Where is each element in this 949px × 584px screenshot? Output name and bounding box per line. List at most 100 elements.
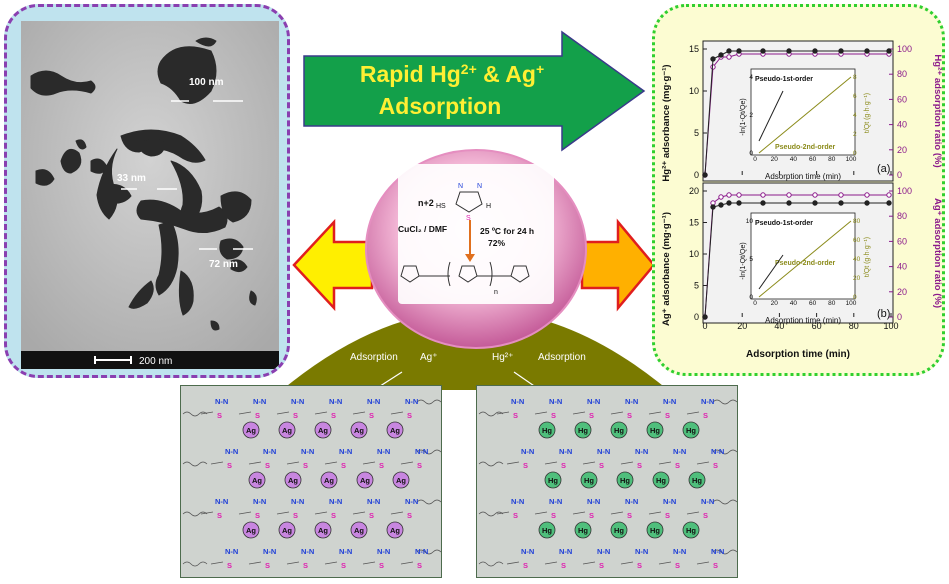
s-atom: S: [637, 561, 642, 570]
kinetic-series: [702, 48, 892, 320]
ion-label: Hg: [614, 526, 624, 535]
nn-atom: N-N: [301, 447, 314, 456]
nn-atom: N-N: [559, 447, 572, 456]
s-atom: S: [255, 411, 260, 420]
nn-atom: N-N: [673, 547, 686, 556]
s-atom: S: [551, 511, 556, 520]
reactant-hs: HS: [436, 203, 446, 210]
nn-atom: N-N: [635, 447, 648, 456]
inset-y2-tick: 60: [853, 237, 861, 244]
data-point: [726, 200, 732, 206]
data-point: [864, 48, 870, 54]
s-atom: S: [627, 511, 632, 520]
nn-atom: N-N: [225, 447, 238, 456]
plot-b-ylabel-right: Ag⁺ adsorption ratio (%): [932, 198, 943, 308]
s-atom: S: [637, 461, 642, 470]
data-point: [736, 192, 742, 198]
data-point: [864, 200, 870, 206]
ion-label: Hg: [686, 526, 696, 535]
hg-chain-network: N-NSN-NSN-NSN-NSN-NSN-NSN-NSN-NSN-NSN-NS…: [478, 397, 738, 570]
data-point: [760, 200, 766, 206]
ion-label: Hg: [692, 476, 702, 485]
nn-atom: N-N: [663, 497, 676, 506]
s-atom: S: [627, 411, 632, 420]
inset-b-xlabel: Adsorption time (min): [765, 316, 841, 325]
inset-y-tick: 4: [749, 74, 753, 81]
y-tick-label: 10: [689, 86, 699, 96]
shared-xlabel: Adsorption time (min): [746, 349, 850, 360]
nn-atom: N-N: [301, 547, 314, 556]
s-atom: S: [331, 411, 336, 420]
s-atom: S: [217, 411, 222, 420]
s-atom: S: [561, 561, 566, 570]
nn-atom: N-N: [367, 397, 380, 406]
plot-a-ylabel-right: Hg²⁺ adsorption ratio (%): [932, 54, 943, 167]
tem-particles: 100 nm 33 nm 72 nm: [21, 21, 279, 367]
data-point: [760, 192, 766, 198]
data-point: [838, 200, 844, 206]
nn-atom: N-N: [215, 397, 228, 406]
ion-label: Hg: [650, 426, 660, 435]
nn-atom: N-N: [549, 497, 562, 506]
s-atom: S: [703, 411, 708, 420]
y2-tick-label: 40: [897, 120, 907, 130]
y2-tick-label: 0: [897, 170, 902, 180]
inset-x-tick: 0: [753, 300, 757, 307]
s-atom: S: [265, 561, 270, 570]
reaction-reagent: CuCl₂ / DMF: [398, 224, 447, 234]
s-atom: S: [369, 411, 374, 420]
inset-y2-tick: 40: [853, 256, 861, 263]
nn-atom: N-N: [625, 497, 638, 506]
s-atom: S: [217, 511, 222, 520]
reactant-n2: N: [477, 183, 482, 190]
nn-atom: N-N: [711, 447, 724, 456]
data-point: [812, 192, 818, 198]
dome-label-left-process: Adsorption: [350, 352, 398, 363]
y-tick-label: 0: [694, 312, 699, 322]
inset-b-pso-label: Pseudo-2nd-order: [775, 260, 836, 267]
ion-label: Hg: [542, 426, 552, 435]
inset-y-tick: 5: [749, 256, 753, 263]
inset-x-tick: 100: [846, 300, 857, 307]
headline-arrow: Rapid Hg2+ & Ag+ Adsorption: [303, 30, 646, 152]
nn-atom: N-N: [253, 497, 266, 506]
tem-image-panel: 100 nm 33 nm 72 nm 200 nm: [4, 4, 290, 378]
ion-label: Hg: [548, 476, 558, 485]
x-tick-label: 80: [849, 321, 859, 331]
nn-atom: N-N: [587, 397, 600, 406]
inset-y2-tick: 0: [853, 150, 857, 157]
data-point: [838, 48, 844, 54]
dome-label-right-process: Adsorption: [538, 352, 586, 363]
nn-atom: N-N: [511, 497, 524, 506]
y2-tick-label: 20: [897, 287, 907, 297]
nn-atom: N-N: [415, 447, 428, 456]
s-atom: S: [407, 411, 412, 420]
ion-label: Hg: [542, 526, 552, 535]
ion-ball: [646, 521, 664, 539]
inset-y-tick: 0: [749, 294, 753, 301]
nn-atom: N-N: [663, 397, 676, 406]
inset-x-tick: 60: [809, 300, 817, 307]
dome-label-left-ion: Ag⁺: [420, 352, 438, 363]
data-point: [786, 200, 792, 206]
ion-ball: [682, 421, 700, 439]
s-atom: S: [407, 511, 412, 520]
reaction-sphere: n+2 N N HS S H CuCl₂ / DMF 25 ºC for 24 …: [365, 149, 587, 349]
ion-ball: [574, 521, 592, 539]
s-atom: S: [303, 561, 308, 570]
nn-atom: N-N: [339, 447, 352, 456]
s-atom: S: [675, 561, 680, 570]
inset-x-tick: 60: [809, 156, 817, 163]
nn-atom: N-N: [635, 547, 648, 556]
ion-ball: [314, 521, 332, 539]
headline-line1: Rapid Hg2+ & Ag+: [360, 61, 544, 87]
ion-ball: [610, 421, 628, 439]
ion-label: Hg: [578, 526, 588, 535]
inset-a-xlabel: Adsorption time (min): [765, 172, 841, 181]
ion-ball: [350, 521, 368, 539]
data-point: [702, 172, 708, 178]
y2-tick-label: 80: [897, 69, 907, 79]
ion-ball: [320, 471, 338, 489]
